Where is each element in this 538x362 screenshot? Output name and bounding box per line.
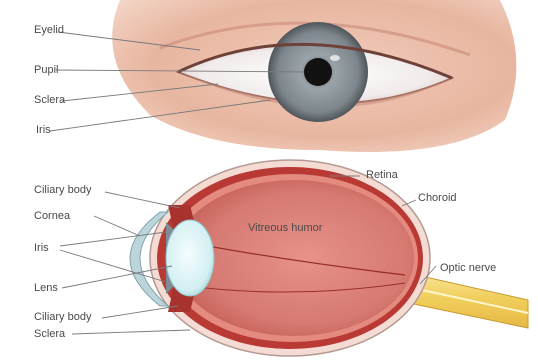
ciliary-bottom-leader (102, 306, 178, 318)
cornea-leader (94, 216, 140, 236)
label-ciliary-body-top: Ciliary body (34, 184, 91, 196)
label-pupil: Pupil (34, 64, 58, 76)
label-lens: Lens (34, 282, 58, 294)
label-iris-top: Iris (36, 124, 51, 136)
label-sclera-top: Sclera (34, 94, 65, 106)
label-sclera-bottom: Sclera (34, 328, 65, 340)
label-retina: Retina (366, 169, 398, 181)
label-cornea: Cornea (34, 210, 70, 222)
eye-highlight (330, 55, 340, 61)
sclera-leader-bottom (72, 330, 190, 334)
label-eyelid: Eyelid (34, 24, 64, 36)
label-iris-bottom: Iris (34, 242, 49, 254)
label-ciliary-body-bottom: Ciliary body (34, 311, 91, 323)
label-vitreous-humor: Vitreous humor (248, 222, 322, 234)
label-optic-nerve: Optic nerve (440, 262, 496, 274)
iris-leader-bottom-1 (60, 232, 166, 246)
label-choroid: Choroid (418, 192, 457, 204)
lens-shape (166, 220, 214, 296)
cross-section (130, 160, 528, 356)
ciliary-top-leader (105, 192, 180, 208)
pupil-disc (304, 58, 332, 86)
external-eye (112, 0, 516, 152)
